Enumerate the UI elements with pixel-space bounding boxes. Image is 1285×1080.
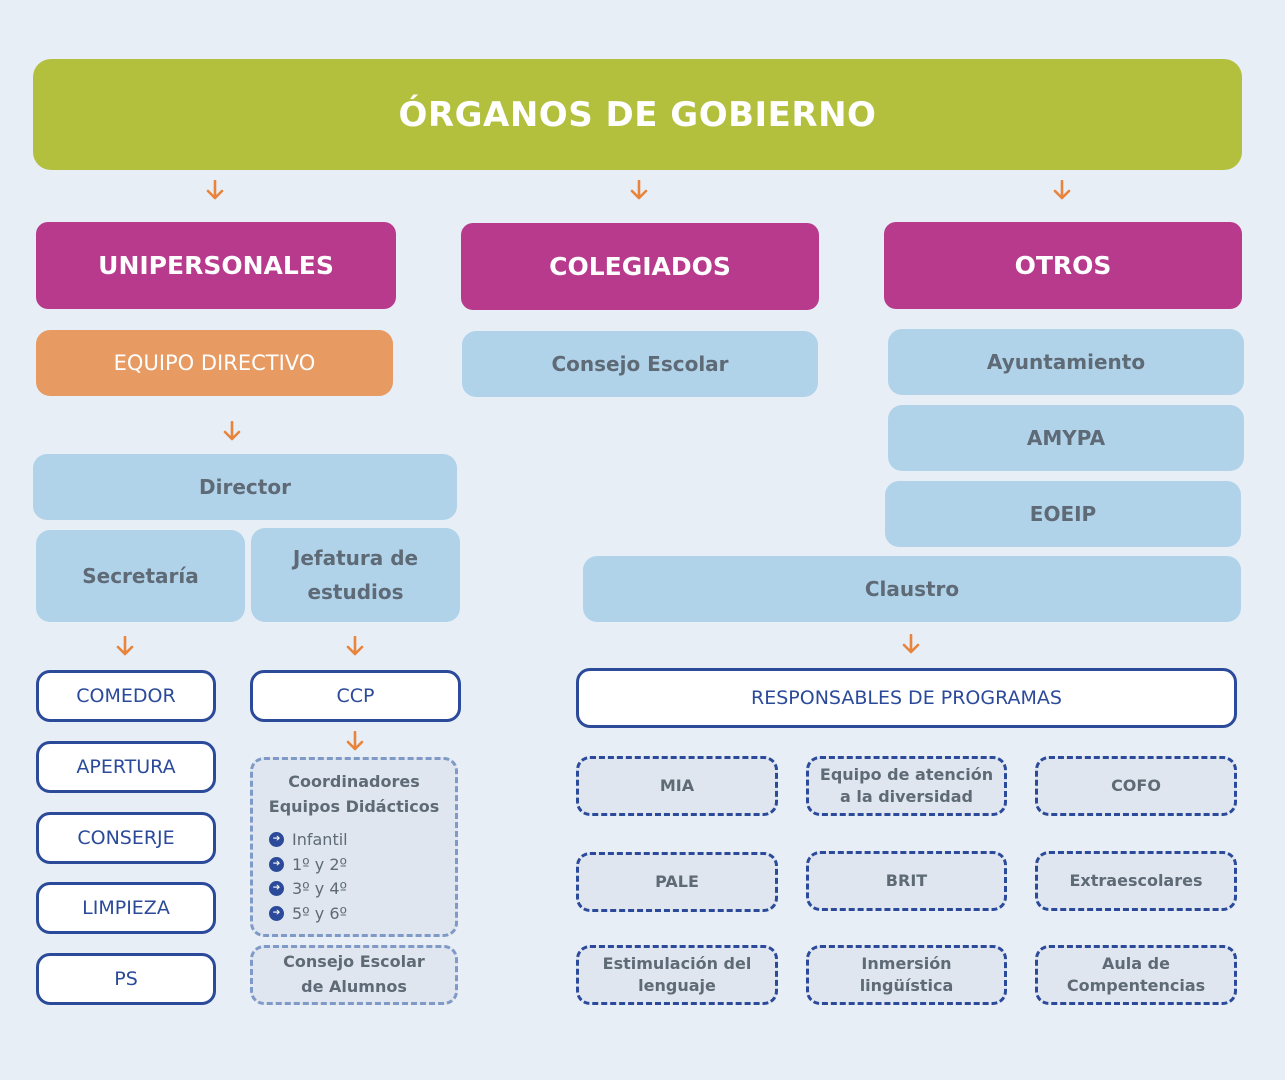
programa-atencion-diversidad-box: Equipo de atención a la diversidad	[806, 756, 1007, 816]
ps-box: PS	[36, 953, 216, 1005]
consejo-escolar-box: Consejo Escolar	[462, 331, 818, 397]
arrow-down-icon	[902, 634, 920, 654]
programa-aula-competencias-box: Aula de Compentencias	[1035, 945, 1237, 1005]
category-otros: OTROS	[884, 222, 1242, 309]
programas-heading: RESPONSABLES DE PROGRAMAS	[751, 687, 1062, 709]
secretaria-box: Secretaría	[36, 530, 245, 622]
arrow-down-icon	[116, 636, 134, 656]
programa-label-line1: Inmersión	[861, 953, 952, 973]
programa-label-line1: Equipo de atención	[819, 764, 994, 784]
category-label: COLEGIADOS	[549, 252, 731, 281]
list-item: ➔ Infantil	[269, 828, 455, 853]
coordinadores-title-line2: Equipos Didácticos	[268, 796, 440, 816]
otros-item-label: AMYPA	[1026, 426, 1106, 450]
secretaria-item-label: LIMPIEZA	[82, 897, 170, 919]
organos-de-gobierno-header: ÓRGANOS DE GOBIERNO	[33, 59, 1242, 170]
programa-label: Extraescolares	[1069, 870, 1203, 890]
arrow-right-bullet-icon: ➔	[269, 881, 284, 897]
consejo-alumnos-line1: Consejo Escolar	[283, 952, 425, 972]
ayuntamiento-box: Ayuntamiento	[888, 329, 1244, 395]
programa-label: COFO	[1111, 775, 1161, 795]
secretaria-item-label: COMEDOR	[76, 685, 176, 707]
coordinadores-title-line1: Coordinadores	[288, 772, 420, 791]
arrow-right-bullet-icon: ➔	[269, 856, 284, 872]
secretaria-item-label: CONSERJE	[77, 827, 175, 849]
programa-estimulacion-lenguaje-box: Estimulación del lenguaje	[576, 945, 778, 1005]
consejo-escolar-label: Consejo Escolar	[551, 352, 729, 376]
claustro-box: Claustro	[583, 556, 1241, 622]
list-item-label: 5º y 6º	[292, 903, 348, 923]
otros-item-label: Ayuntamiento	[986, 350, 1146, 374]
jefatura-de-estudios-box: Jefatura de estudios	[251, 528, 460, 622]
title-label: ÓRGANOS DE GOBIERNO	[398, 94, 877, 135]
programa-label: PALE	[655, 871, 699, 891]
otros-item-label: EOEIP	[1029, 502, 1097, 526]
category-label: UNIPERSONALES	[98, 251, 334, 280]
coordinadores-equipos-didacticos-box: Coordinadores Equipos Didácticos ➔ Infan…	[250, 757, 458, 937]
programa-label: MIA	[659, 775, 695, 795]
arrow-down-icon	[346, 731, 364, 751]
arrow-right-bullet-icon: ➔	[269, 832, 284, 848]
programa-label-line2: Compentencias	[1066, 976, 1206, 995]
secretaria-item-label: APERTURA	[76, 756, 176, 778]
programa-extraescolares-box: Extraescolares	[1035, 851, 1237, 911]
equipo-directivo-box: EQUIPO DIRECTIVO	[36, 330, 393, 396]
list-item-label: Infantil	[292, 830, 348, 850]
programa-label-line1: Aula de	[1102, 953, 1170, 973]
arrow-down-icon	[346, 636, 364, 656]
secretaria-item-label: PS	[114, 968, 138, 990]
list-item-label: 1º y 2º	[292, 854, 348, 874]
eoeip-box: EOEIP	[885, 481, 1241, 547]
programa-label-line2: a la diversidad	[839, 787, 974, 806]
list-item: ➔ 3º y 4º	[269, 877, 455, 902]
programa-label-line2: lenguaje	[638, 976, 716, 995]
category-colegiados: COLEGIADOS	[461, 223, 819, 310]
programa-brit-box: BRIT	[806, 851, 1007, 911]
arrow-down-icon	[1053, 180, 1071, 200]
equipo-directivo-label: EQUIPO DIRECTIVO	[113, 351, 316, 375]
list-item: ➔ 5º y 6º	[269, 901, 455, 926]
limpieza-box: LIMPIEZA	[36, 882, 216, 934]
secretaria-label: Secretaría	[82, 564, 199, 588]
amypa-box: AMYPA	[888, 405, 1244, 471]
coordinadores-list: ➔ Infantil ➔ 1º y 2º ➔ 3º y 4º ➔ 5º y 6º	[269, 828, 455, 926]
category-label: OTROS	[1014, 251, 1112, 280]
arrow-down-icon	[206, 180, 224, 200]
programa-cofo-box: COFO	[1035, 756, 1237, 816]
director-box: Director	[33, 454, 457, 520]
conserje-box: CONSERJE	[36, 812, 216, 864]
list-item-label: 3º y 4º	[292, 879, 348, 899]
responsables-de-programas-box: RESPONSABLES DE PROGRAMAS	[576, 668, 1237, 728]
programa-mia-box: MIA	[576, 756, 778, 816]
consejo-escolar-alumnos-box: Consejo Escolar de Alumnos	[250, 945, 458, 1005]
jefatura-label-line2: estudios	[307, 580, 404, 604]
claustro-label: Claustro	[864, 577, 960, 601]
ccp-label: CCP	[336, 685, 375, 707]
programa-inmersion-linguistica-box: Inmersión lingüística	[806, 945, 1007, 1005]
programa-pale-box: PALE	[576, 852, 778, 912]
apertura-box: APERTURA	[36, 741, 216, 793]
coordinadores-title: Coordinadores Equipos Didácticos	[253, 770, 455, 820]
arrow-right-bullet-icon: ➔	[269, 905, 284, 921]
category-unipersonales: UNIPERSONALES	[36, 222, 396, 309]
arrow-down-icon	[630, 180, 648, 200]
director-label: Director	[199, 475, 291, 499]
programa-label-line1: Estimulación del	[602, 953, 752, 973]
programa-label: BRIT	[885, 870, 928, 890]
arrow-down-icon	[223, 421, 241, 441]
ccp-box: CCP	[250, 670, 461, 722]
jefatura-label-line1: Jefatura de	[292, 546, 419, 570]
programa-label-line2: lingüística	[859, 976, 954, 995]
list-item: ➔ 1º y 2º	[269, 852, 455, 877]
comedor-box: COMEDOR	[36, 670, 216, 722]
consejo-alumnos-line2: de Alumnos	[301, 977, 407, 996]
